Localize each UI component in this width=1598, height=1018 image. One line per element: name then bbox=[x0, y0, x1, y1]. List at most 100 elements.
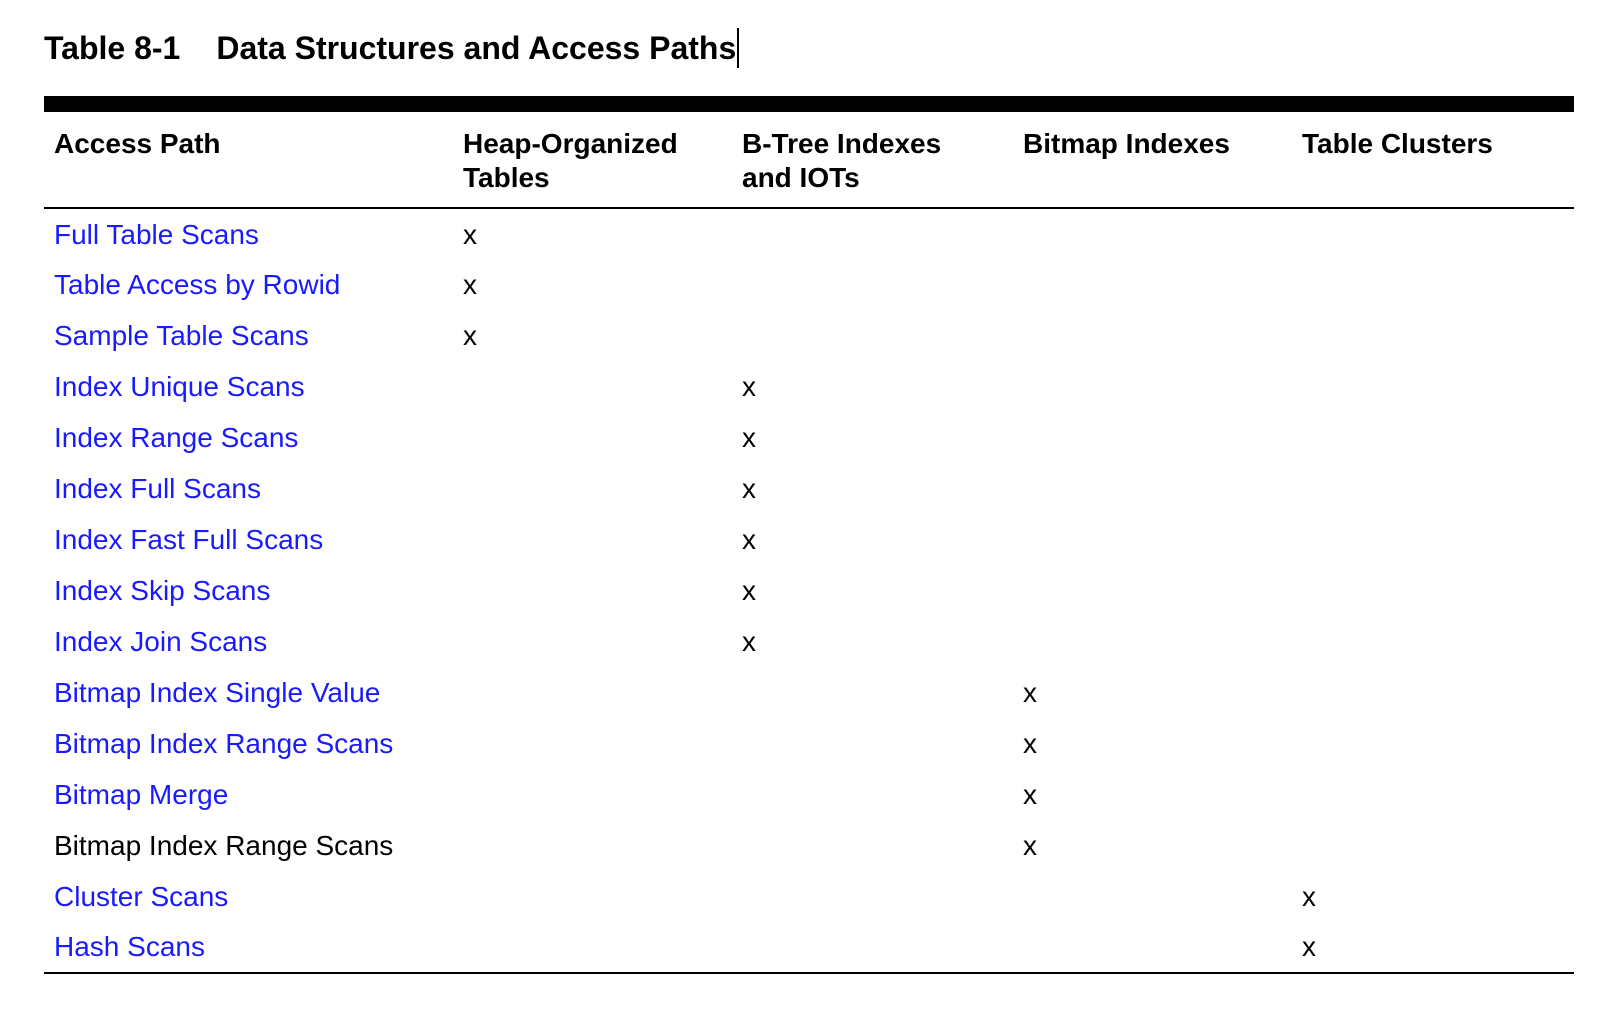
support-cell bbox=[453, 871, 732, 922]
access-path-cell: Index Unique Scans bbox=[44, 361, 453, 412]
access-path-link[interactable]: Bitmap Index Range Scans bbox=[54, 727, 394, 759]
support-cell bbox=[1292, 820, 1574, 871]
header-line: B-Tree Indexes bbox=[742, 128, 942, 159]
support-cell bbox=[1013, 922, 1292, 974]
access-path-link[interactable]: Index Unique Scans bbox=[54, 370, 305, 402]
support-cell bbox=[732, 922, 1013, 974]
header-line: Bitmap Indexes bbox=[1023, 128, 1230, 159]
support-cell bbox=[453, 616, 732, 667]
support-cell bbox=[1292, 667, 1574, 718]
support-cell bbox=[453, 667, 732, 718]
access-path-cell: Hash Scans bbox=[44, 922, 453, 974]
access-path-cell: Index Range Scans bbox=[44, 412, 453, 463]
access-path-link[interactable]: Bitmap Index Single Value bbox=[54, 676, 381, 708]
table-row: Bitmap Index Single Value x bbox=[44, 667, 1574, 718]
support-cell bbox=[1013, 871, 1292, 922]
support-cell: x bbox=[732, 514, 1013, 565]
header-line: Tables bbox=[463, 162, 550, 193]
access-path-link[interactable]: Table Access by Rowid bbox=[54, 268, 341, 300]
access-path-link[interactable]: Full Table Scans bbox=[54, 219, 259, 250]
support-mark: x bbox=[742, 472, 756, 504]
access-path-link[interactable]: Bitmap Merge bbox=[54, 778, 229, 810]
support-cell bbox=[1013, 310, 1292, 361]
support-cell bbox=[1292, 259, 1574, 310]
access-path-link[interactable]: Hash Scans bbox=[54, 931, 205, 962]
support-mark: x bbox=[1023, 727, 1037, 759]
header-heap-organized-tables: Heap-Organized Tables bbox=[453, 112, 732, 209]
access-path-link[interactable]: Cluster Scans bbox=[54, 880, 229, 912]
table-top-rule bbox=[44, 96, 1574, 112]
support-cell: x bbox=[453, 208, 732, 259]
table-number: Table 8-1 bbox=[44, 30, 181, 66]
support-cell bbox=[1013, 208, 1292, 259]
support-cell bbox=[453, 514, 732, 565]
access-path-link[interactable]: Index Join Scans bbox=[54, 625, 268, 657]
header-btree-indexes-iots: B-Tree Indexes and IOTs bbox=[732, 112, 1013, 209]
support-cell bbox=[453, 922, 732, 974]
header-line: Access Path bbox=[54, 128, 221, 159]
access-path-link[interactable]: Index Fast Full Scans bbox=[54, 523, 324, 555]
table-caption: Table 8-1 Data Structures and Access Path… bbox=[44, 28, 740, 68]
support-cell bbox=[1013, 259, 1292, 310]
support-cell bbox=[1292, 514, 1574, 565]
support-mark: x bbox=[742, 523, 756, 555]
header-access-path: Access Path bbox=[44, 112, 453, 209]
access-path-link[interactable]: Index Full Scans bbox=[54, 472, 261, 504]
table-row: Index Range Scans x bbox=[44, 412, 1574, 463]
header-line: Table Clusters bbox=[1302, 128, 1493, 159]
access-path-link[interactable]: Index Skip Scans bbox=[54, 574, 271, 606]
access-path-link[interactable]: Index Range Scans bbox=[54, 421, 299, 453]
support-cell bbox=[1013, 412, 1292, 463]
support-cell: x bbox=[1013, 667, 1292, 718]
support-cell bbox=[1013, 565, 1292, 616]
access-path-cell: Bitmap Index Range Scans bbox=[44, 718, 453, 769]
support-mark: x bbox=[1302, 880, 1316, 912]
table-row: Table Access by Rowid x bbox=[44, 259, 1574, 310]
support-cell bbox=[1292, 412, 1574, 463]
support-cell bbox=[453, 463, 732, 514]
access-path-table-container: Access Path Heap-Organized Tables B-Tree… bbox=[44, 96, 1574, 974]
support-cell bbox=[1292, 310, 1574, 361]
access-path-cell: Full Table Scans bbox=[44, 208, 453, 259]
access-path-link[interactable]: Sample Table Scans bbox=[54, 319, 309, 351]
support-cell: x bbox=[732, 412, 1013, 463]
support-cell: x bbox=[1013, 769, 1292, 820]
table-row: Bitmap Index Range Scans x bbox=[44, 820, 1574, 871]
table-title: Data Structures and Access Paths bbox=[216, 30, 737, 66]
access-path-cell: Index Skip Scans bbox=[44, 565, 453, 616]
support-mark: x bbox=[742, 421, 756, 453]
access-path-cell: Bitmap Index Single Value bbox=[44, 667, 453, 718]
support-cell bbox=[732, 259, 1013, 310]
support-mark: x bbox=[742, 625, 756, 657]
support-cell bbox=[1013, 616, 1292, 667]
support-mark: x bbox=[463, 268, 477, 300]
support-cell bbox=[1292, 616, 1574, 667]
access-path-cell: Index Join Scans bbox=[44, 616, 453, 667]
support-cell bbox=[453, 412, 732, 463]
access-path-label: Bitmap Index Range Scans bbox=[54, 829, 394, 861]
support-cell bbox=[732, 820, 1013, 871]
support-cell bbox=[1013, 463, 1292, 514]
support-cell bbox=[453, 769, 732, 820]
support-cell bbox=[453, 718, 732, 769]
table-row: Full Table Scans x bbox=[44, 208, 1574, 259]
header-bitmap-indexes: Bitmap Indexes bbox=[1013, 112, 1292, 209]
table-row: Bitmap Merge x bbox=[44, 769, 1574, 820]
support-cell bbox=[732, 769, 1013, 820]
support-cell bbox=[1292, 769, 1574, 820]
access-path-cell: Sample Table Scans bbox=[44, 310, 453, 361]
table-row: Index Join Scans x bbox=[44, 616, 1574, 667]
support-mark: x bbox=[1023, 676, 1037, 708]
support-cell bbox=[732, 718, 1013, 769]
support-cell bbox=[732, 871, 1013, 922]
support-mark: x bbox=[1023, 829, 1037, 861]
support-mark: x bbox=[1023, 778, 1037, 810]
support-cell: x bbox=[1013, 718, 1292, 769]
support-cell: x bbox=[732, 463, 1013, 514]
header-line: Heap-Organized bbox=[463, 128, 678, 159]
header-line: and IOTs bbox=[742, 162, 860, 193]
support-cell bbox=[732, 208, 1013, 259]
access-path-cell: Index Full Scans bbox=[44, 463, 453, 514]
